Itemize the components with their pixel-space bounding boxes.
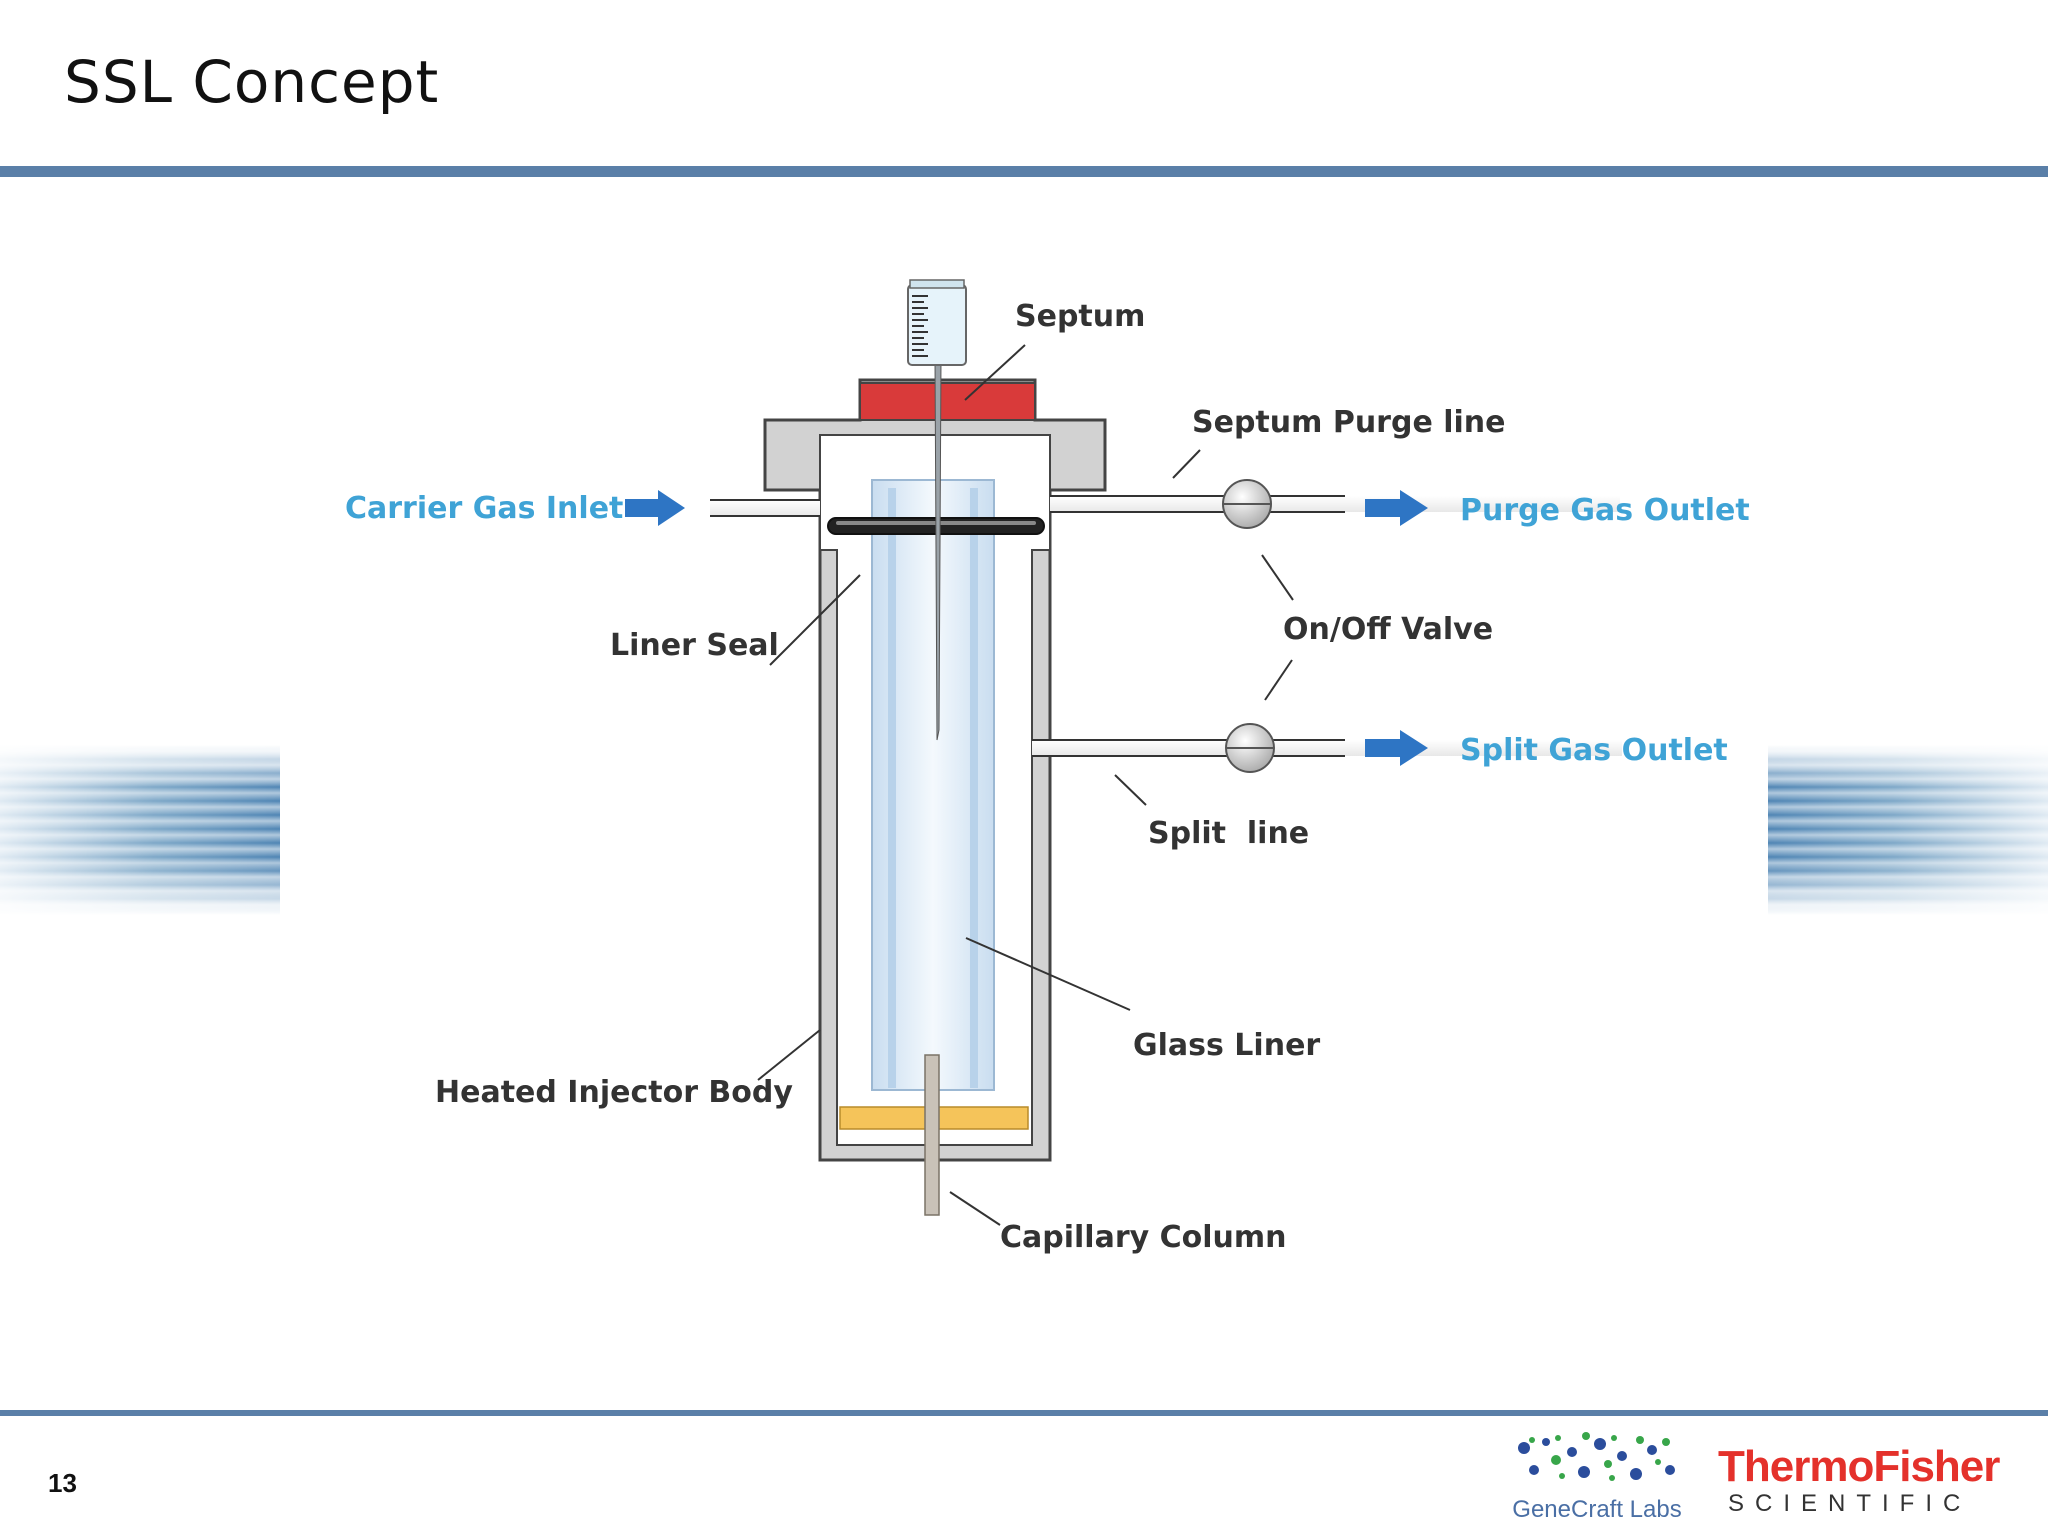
septum	[859, 382, 1036, 421]
label-capillary-column: Capillary Column	[1000, 1220, 1287, 1255]
label-liner-seal: Liner Seal	[610, 628, 779, 663]
carrier-gas-pipe	[710, 499, 820, 517]
carrier-inlet-arrow-icon	[625, 490, 685, 526]
split-line-pipe	[1032, 739, 1622, 757]
label-heated-injector-body: Heated Injector Body	[435, 1075, 793, 1110]
label-glass-liner: Glass Liner	[1133, 1028, 1320, 1063]
label-septum: Septum	[1015, 299, 1145, 334]
ssl-injector-illustration: Septum Septum Purge line Carrier Gas Inl…	[345, 279, 1750, 1255]
scientific-wordmark: SCIENTIFIC	[1728, 1490, 1972, 1517]
syringe	[907, 279, 967, 741]
label-septum-purge-line: Septum Purge line	[1192, 405, 1506, 440]
thermo-fisher-wordmark: ThermoFisher	[1718, 1442, 2000, 1491]
right-decorative-streak	[1768, 745, 2048, 915]
label-on-off-valve: On/Off Valve	[1283, 612, 1493, 647]
purge-valve	[1222, 479, 1272, 529]
septum-purge-pipe	[1050, 495, 1620, 513]
label-purge-gas-outlet: Purge Gas Outlet	[1460, 493, 1750, 528]
header-rule	[0, 166, 2048, 177]
slide-title: SSL Concept	[64, 48, 440, 116]
ssl-diagram: Septum Septum Purge line Carrier Gas Inl…	[280, 250, 1768, 1290]
left-decorative-streak	[0, 745, 280, 915]
split-valve	[1225, 723, 1275, 773]
capillary-column	[924, 1054, 940, 1216]
genecraft-wordmark: GeneCraft Labs	[1512, 1496, 1682, 1523]
purge-outlet-arrow-icon	[1365, 490, 1428, 526]
footer-rule	[0, 1410, 2048, 1416]
split-outlet-arrow-icon	[1365, 730, 1428, 766]
label-split-line: Split line	[1148, 816, 1309, 851]
glass-liner	[871, 479, 995, 1091]
label-split-gas-outlet: Split Gas Outlet	[1460, 733, 1728, 768]
label-carrier-gas-inlet: Carrier Gas Inlet	[345, 491, 623, 526]
genecraft-logo-icon	[1518, 1432, 1675, 1481]
leader-lines	[757, 344, 1294, 1081]
page-number: 13	[48, 1468, 77, 1498]
